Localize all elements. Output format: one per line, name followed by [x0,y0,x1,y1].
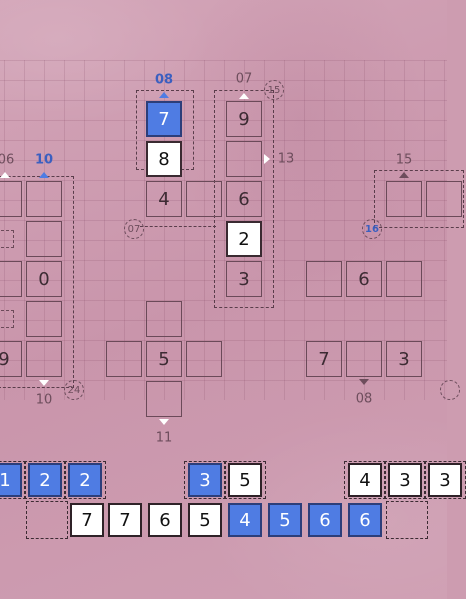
clue-center-13: 13 [277,151,295,167]
circle-clue-24: 24 [64,380,84,400]
arrow-up-icon [39,172,49,178]
background [0,0,447,599]
board-cell[interactable] [146,301,182,337]
arrow-up-icon [159,92,169,98]
tray-slot [24,461,66,499]
tray-slot [26,501,68,539]
board-cell[interactable] [226,141,262,177]
board-cell[interactable] [0,261,22,297]
clue-center-11: 11 [155,430,173,446]
tray-slot [184,461,226,499]
number-tile[interactable]: 2 [28,463,62,497]
board-cell[interactable] [0,181,22,217]
number-tile[interactable]: 1 [0,463,22,497]
circle-clue-15: 15 [264,80,284,100]
board-cell[interactable]: 0 [26,261,62,297]
arrow-down-icon [39,380,49,386]
circle-clue-16: 16 [362,219,382,239]
number-tile[interactable]: 5 [228,463,262,497]
number-tile[interactable]: 6 [308,503,342,537]
arrow-down-icon [159,419,169,425]
board-cell[interactable] [426,181,462,217]
board-cell[interactable]: 6 [226,181,262,217]
number-tile[interactable]: 4 [348,463,382,497]
circle-clue-07: 07 [124,219,144,239]
number-tile[interactable]: 6 [148,503,182,537]
board-cell-small[interactable] [0,230,14,248]
clue-right-15: 15 [395,152,413,168]
tray-slot [384,461,426,499]
board-cell[interactable]: 8 [146,141,182,177]
board-cell[interactable] [346,341,382,377]
clue-center-08: 08 [154,72,174,88]
clue-left-10-top: 10 [34,152,54,168]
board-cell[interactable]: 5 [146,341,182,377]
board-cell[interactable] [26,221,62,257]
circle-clue-edge [440,380,460,400]
tray-slot [0,461,26,499]
number-tile[interactable]: 3 [428,463,462,497]
arrow-up-icon [239,93,249,99]
number-tile[interactable]: 7 [70,503,104,537]
tray-slot [386,501,428,539]
board-cell[interactable]: 9 [0,341,22,377]
number-tile[interactable]: 5 [188,503,222,537]
board-cell[interactable] [186,341,222,377]
board-cell[interactable]: 6 [346,261,382,297]
clue-left-06: 06 [0,152,15,168]
board-cell[interactable] [186,181,222,217]
number-tile[interactable]: 3 [388,463,422,497]
tray-slot [224,461,266,499]
board-cell[interactable] [386,261,422,297]
number-tile[interactable]: 6 [348,503,382,537]
board-cell[interactable] [26,301,62,337]
tray-slot [64,461,106,499]
tray-slot [344,461,386,499]
number-tile[interactable]: 4 [228,503,262,537]
board-cell[interactable]: 3 [386,341,422,377]
board-cell[interactable]: 7 [306,341,342,377]
clue-left-10-bottom: 10 [35,392,53,408]
board-cell[interactable]: 4 [146,181,182,217]
board-cell-small[interactable] [0,310,14,328]
board-cell[interactable] [106,341,142,377]
board-cell[interactable] [306,261,342,297]
arrow-up-icon [399,172,409,178]
clue-right-08: 08 [355,391,373,407]
board-cell[interactable]: 2 [226,221,262,257]
board-cell[interactable] [26,181,62,217]
number-tile[interactable]: 7 [108,503,142,537]
number-tile[interactable]: 3 [188,463,222,497]
board-cell[interactable]: 9 [226,101,262,137]
arrow-right-icon [264,154,270,164]
board-cell[interactable] [146,381,182,417]
arrow-down-icon [359,379,369,385]
board-cell[interactable] [386,181,422,217]
board-cell[interactable]: 3 [226,261,262,297]
clue-center-07: 07 [235,71,253,87]
number-tile[interactable]: 5 [268,503,302,537]
number-tile[interactable]: 2 [68,463,102,497]
arrow-up-icon [0,172,10,178]
board-cell[interactable] [26,341,62,377]
board-cell[interactable]: 7 [146,101,182,137]
